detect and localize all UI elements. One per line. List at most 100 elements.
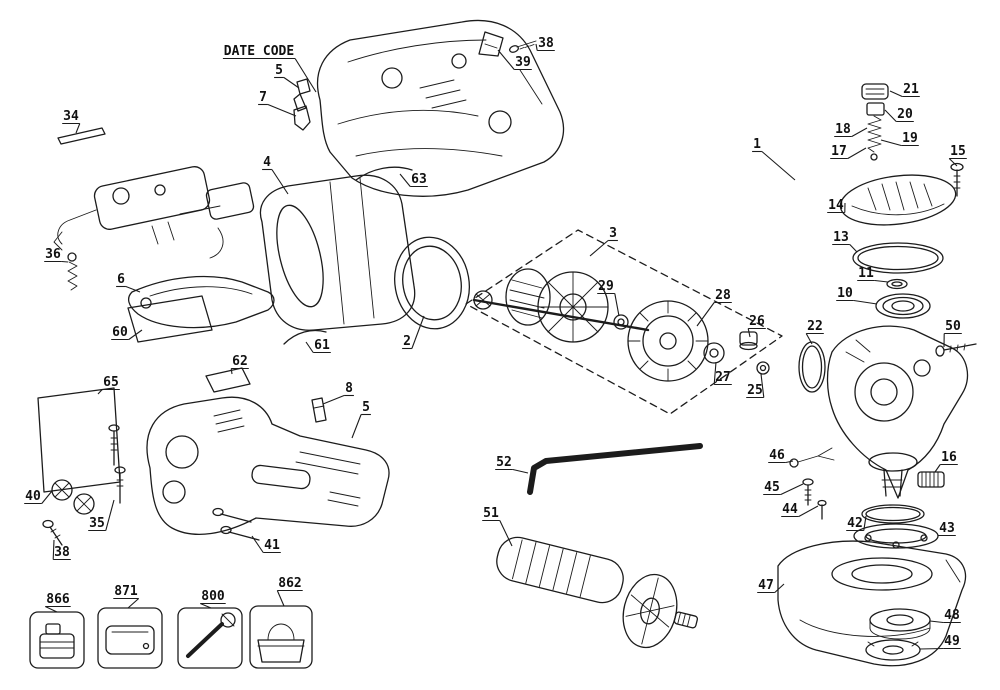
leader-line bbox=[230, 368, 233, 375]
leader-line bbox=[276, 590, 285, 607]
leader-line bbox=[853, 299, 878, 305]
leader-line bbox=[713, 361, 717, 385]
side-handle-51 bbox=[496, 536, 699, 649]
callout-13: 13 bbox=[833, 230, 849, 245]
spindle-lock-button-16 bbox=[917, 471, 945, 488]
callout-10: 10 bbox=[837, 286, 853, 301]
flange-48 bbox=[869, 608, 931, 640]
gasket-62 bbox=[205, 367, 251, 393]
callout-63: 63 bbox=[411, 172, 427, 187]
leader-line bbox=[128, 329, 143, 340]
callout-19: 19 bbox=[902, 131, 918, 146]
callout-40: 40 bbox=[25, 489, 41, 504]
leader-line bbox=[267, 103, 297, 117]
hex-wrench-52 bbox=[527, 443, 703, 495]
callout-27: 27 bbox=[715, 370, 731, 385]
leader-line bbox=[880, 139, 902, 147]
callout-44: 44 bbox=[782, 502, 798, 517]
accessory-box-862 bbox=[249, 605, 313, 669]
clip-8 bbox=[311, 397, 327, 423]
callout-21: 21 bbox=[903, 82, 919, 97]
nameplate-60 bbox=[127, 295, 213, 343]
oring-42 bbox=[861, 504, 925, 524]
callout-3: 3 bbox=[609, 226, 617, 241]
leader-line bbox=[271, 169, 289, 195]
callout-38: 38 bbox=[54, 545, 70, 560]
screw-spring-36 bbox=[67, 252, 78, 291]
leader-line bbox=[52, 539, 55, 560]
callout-20: 20 bbox=[897, 107, 913, 122]
armature-kit-box-3 bbox=[465, 229, 783, 415]
callout-61: 61 bbox=[314, 338, 330, 353]
brush-plate-14 bbox=[839, 174, 957, 226]
leader-line bbox=[411, 315, 425, 349]
callout-6: 6 bbox=[117, 272, 125, 287]
callout-14: 14 bbox=[828, 198, 844, 213]
callout-36: 36 bbox=[45, 247, 61, 262]
callout-11: 11 bbox=[858, 266, 874, 281]
leader-line bbox=[884, 109, 897, 122]
callout-5: 5 bbox=[275, 63, 283, 78]
ring-11 bbox=[886, 278, 908, 290]
leader-line bbox=[774, 583, 785, 593]
leader-line bbox=[45, 606, 58, 613]
callout-1: 1 bbox=[753, 137, 761, 152]
brush-cap-21 bbox=[861, 83, 889, 100]
leader-line bbox=[251, 535, 264, 553]
leader-line bbox=[919, 647, 944, 650]
callout-date-code: DATE CODE bbox=[224, 44, 294, 59]
leader-line bbox=[760, 373, 765, 398]
callout-2: 2 bbox=[403, 334, 411, 349]
callout-17: 17 bbox=[831, 144, 847, 159]
callout-25: 25 bbox=[747, 383, 763, 398]
callout-7: 7 bbox=[259, 90, 267, 105]
leader-line bbox=[874, 279, 889, 283]
leader-line bbox=[889, 90, 903, 98]
leader-line bbox=[97, 389, 103, 395]
callout-34: 34 bbox=[63, 109, 79, 124]
leader-line bbox=[780, 483, 804, 495]
leader-line bbox=[761, 151, 796, 181]
charger-icon bbox=[105, 625, 155, 655]
leader-line bbox=[535, 43, 538, 51]
leader-line bbox=[589, 240, 609, 257]
diagram-artwork bbox=[29, 19, 977, 669]
nut-25 bbox=[756, 361, 770, 375]
callout-5: 5 bbox=[362, 400, 370, 415]
callout-800: 800 bbox=[201, 589, 225, 604]
fork-46 bbox=[789, 447, 835, 468]
leader-line bbox=[614, 293, 620, 317]
callout-49: 49 bbox=[944, 634, 960, 649]
callout-43: 43 bbox=[939, 521, 955, 536]
leader-line bbox=[948, 158, 958, 167]
leader-line bbox=[294, 58, 317, 93]
callout-8: 8 bbox=[345, 381, 353, 396]
callout-871: 871 bbox=[114, 584, 138, 599]
wheel-guard-47 bbox=[777, 540, 967, 667]
callout-50: 50 bbox=[945, 319, 961, 334]
callout-39: 39 bbox=[515, 55, 531, 70]
baffle-63 bbox=[355, 166, 413, 181]
bearing-10 bbox=[875, 293, 931, 319]
screw-15 bbox=[950, 162, 964, 197]
brush-spring-17-18-19 bbox=[867, 115, 882, 161]
leader-line bbox=[61, 260, 69, 263]
leader-line bbox=[747, 328, 751, 338]
leader-line bbox=[322, 394, 345, 405]
callout-46: 46 bbox=[769, 448, 785, 463]
callout-35: 35 bbox=[89, 516, 105, 531]
leader-line bbox=[105, 499, 115, 531]
callout-41: 41 bbox=[264, 538, 280, 553]
screw-38-bottom-icon bbox=[42, 519, 63, 546]
oring-13 bbox=[852, 242, 944, 274]
leader-line bbox=[851, 127, 868, 137]
tool-icon bbox=[186, 612, 236, 658]
callout-65: 65 bbox=[103, 375, 119, 390]
leader-line bbox=[785, 460, 794, 464]
lever-arm-6 bbox=[127, 275, 275, 329]
callout-862: 862 bbox=[278, 576, 301, 591]
spring-bar-34 bbox=[57, 127, 106, 145]
callout-51: 51 bbox=[483, 506, 499, 521]
